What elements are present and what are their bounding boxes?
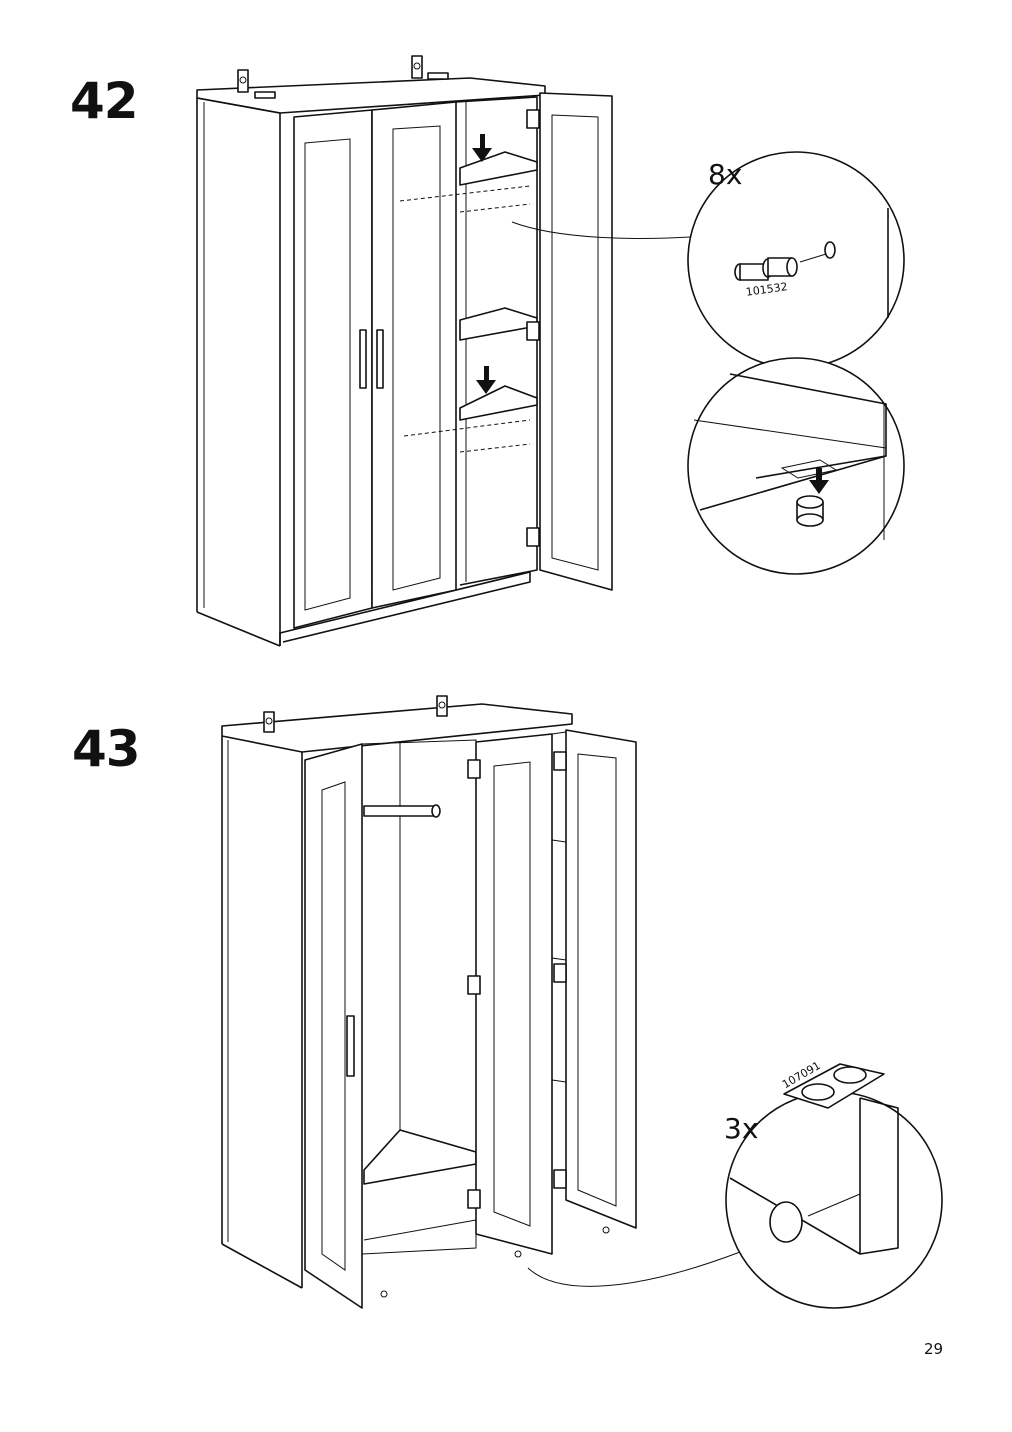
callout-quantity: 8x xyxy=(708,158,743,191)
wardrobe-43 xyxy=(221,695,637,1309)
door-bumper-icon xyxy=(769,1201,803,1243)
shelf-pin-icon xyxy=(734,241,836,281)
door-bumper-icon xyxy=(783,1063,885,1109)
arrow-down-icon xyxy=(472,134,492,162)
shelf-pin-icon xyxy=(796,495,824,527)
page-number: 29 xyxy=(924,1340,944,1358)
arrow-down-icon xyxy=(476,366,496,394)
step-number: 42 xyxy=(70,72,139,130)
wardrobe-42 xyxy=(196,55,613,647)
step-number: 43 xyxy=(72,720,141,778)
callout-quantity: 3x xyxy=(724,1112,759,1145)
arrow-down-icon xyxy=(809,468,829,494)
shelf-pin-callout xyxy=(687,151,905,369)
shelf-placement-callout xyxy=(687,357,905,575)
door-bumper-callout xyxy=(725,1091,943,1309)
